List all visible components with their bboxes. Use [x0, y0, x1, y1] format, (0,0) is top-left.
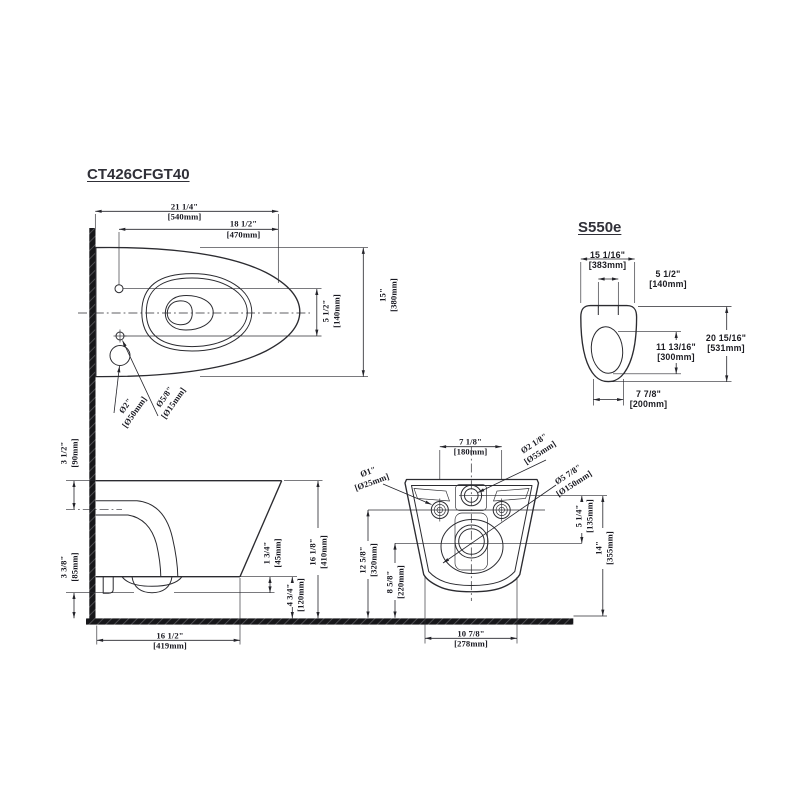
dim-top-width-mm: [380mm]	[387, 278, 398, 312]
dim-washlet-hinge-mm: [140mm]	[649, 278, 687, 289]
dim-washlet-opening-mm: [300mm]	[657, 351, 695, 362]
dim-side-rim: 1 3/4" [45mm]	[261, 538, 282, 567]
dim-side-clearance-in: 4 3/4"	[284, 583, 295, 607]
dim-top-seat-holes-in: 5 1/2"	[319, 299, 330, 323]
bowl-model-title: CT426CFGT40	[87, 166, 190, 183]
seat-opening-inner	[145, 277, 248, 348]
water-surface-outer	[164, 295, 214, 331]
dim-top-overall-in: 21 1/4"	[170, 200, 199, 211]
bowl-outline-top	[95, 246, 301, 378]
dim-rear-bolt-height-mm: [320mm]	[367, 543, 378, 577]
dim-washlet-length-mm: [531mm]	[707, 343, 745, 353]
trapway-inner	[95, 514, 162, 577]
dim-washlet-width-mm: [383mm]	[588, 259, 627, 270]
dim-top-overall-mm: [540mm]	[167, 211, 202, 222]
dim-side-clearance-mm: [120mm]	[295, 578, 305, 612]
dim-rear-width-mm: [278mm]	[454, 638, 488, 649]
wall-bar	[89, 228, 96, 619]
dim-rear-bolt-spacing-in: 7 1/8"	[459, 435, 482, 446]
dim-rear-supply-height-mm: [355mm]	[604, 531, 614, 565]
dim-side-depth-in: 16 1/2"	[156, 629, 184, 640]
dim-washlet-width-in: 15 1/16"	[589, 249, 626, 260]
dim-side-top: 3 1/2" [90mm]	[58, 438, 79, 467]
dim-side-top-mm: [90mm]	[69, 437, 79, 468]
dim-side-height: 16 1/8" [410mm]	[307, 535, 328, 569]
dim-side-rim-mm: [45mm]	[272, 538, 282, 568]
dim-side-rim-in: 1 3/4"	[261, 541, 272, 565]
top-view-linework	[78, 209, 368, 417]
leader-large-hole	[113, 365, 121, 414]
dim-washlet-length: 20 15/16" [531mm]	[706, 333, 746, 353]
dim-side-bottom: 3 3/8" [85mm]	[58, 552, 79, 581]
dim-washlet-opening-in: 11 13/16"	[656, 341, 696, 352]
trapway-outer	[95, 500, 179, 577]
leader-outlet-dia	[442, 484, 557, 564]
dim-rear-bolt-height: 12 5/8" [320mm]	[357, 543, 378, 577]
dim-washlet-length-in: 20 15/16"	[705, 333, 747, 343]
dim-washlet-width: 15 1/16" [383mm]	[589, 250, 627, 270]
outlet-dome	[131, 576, 173, 594]
seat-ring	[590, 326, 624, 374]
dim-side-depth: 16 1/2" [419mm]	[153, 630, 187, 651]
bowl-front-slant	[239, 480, 283, 577]
wall-bracket	[102, 576, 114, 594]
outlet-flange	[121, 576, 183, 587]
dim-rear-outlet-height: 8 5/8" [220mm]	[384, 565, 405, 599]
floor-bar	[86, 618, 574, 625]
waste-outlet-outer	[454, 524, 489, 559]
rear-outline	[404, 478, 540, 593]
dim-washlet-front: 7 7/8" [200mm]	[630, 389, 668, 409]
dim-top-seat-holes-mm: [140mm]	[330, 294, 341, 328]
dim-washlet-front-in: 7 7/8"	[636, 388, 661, 399]
dim-rear-bolt-height-in: 12 5/8"	[356, 546, 367, 574]
dim-rear-outlet-height-in: 8 5/8"	[383, 570, 394, 594]
dim-rear-bolt-spacing-mm: [180mm]	[453, 446, 488, 457]
dim-rear-cl-offset: 5 1/4" [135mm]	[573, 499, 594, 533]
dim-washlet-hinge: 5 1/2" [140mm]	[649, 269, 687, 289]
dim-rear-supply-height: 14" [355mm]	[593, 531, 614, 565]
dim-top-width-in: 15"	[376, 288, 387, 302]
dim-rear-width: 10 7/8" [278mm]	[454, 628, 488, 649]
dim-rear-width-in: 10 7/8"	[457, 627, 485, 638]
dim-side-top-in: 3 1/2"	[58, 441, 69, 464]
dim-rear-supply-height-in: 14"	[593, 541, 604, 555]
dim-top-overall: 21 1/4" [540mm]	[168, 201, 202, 222]
dim-side-height-in: 16 1/8"	[307, 537, 318, 566]
dim-washlet-opening: 11 13/16" [300mm]	[656, 342, 696, 362]
rear-inner-outline	[411, 485, 533, 586]
dim-side-bottom-in: 3 3/8"	[58, 555, 69, 579]
dim-top-bolt-mm: [470mm]	[226, 229, 261, 240]
dim-rear-cl-offset-mm: [135mm]	[583, 499, 594, 533]
leader-small-hole	[122, 340, 159, 417]
dim-top-bolt: 18 1/2" [470mm]	[227, 219, 261, 240]
dim-top-width: 15" [380mm]	[377, 278, 398, 312]
leader-supply-dia	[477, 459, 547, 493]
dim-side-height-mm: [410mm]	[318, 534, 328, 569]
dim-top-bolt-in: 18 1/2"	[229, 218, 258, 229]
washlet-view-linework	[580, 257, 732, 406]
dim-side-clearance: 4 3/4" [120mm]	[284, 578, 305, 612]
outlet-bulge	[440, 519, 504, 574]
washlet-model-title: S550e	[578, 219, 622, 236]
wall-floor-section	[86, 228, 574, 625]
dim-side-bottom-mm: [85mm]	[69, 552, 79, 582]
dim-washlet-front-mm: [200mm]	[629, 398, 668, 409]
leader-bolt-dia	[382, 483, 432, 505]
dim-washlet-hinge-in: 5 1/2"	[655, 268, 681, 279]
rear-detail-right	[493, 488, 530, 502]
seat-opening-outer	[141, 273, 253, 352]
side-view-linework	[66, 480, 323, 645]
dim-rear-cl-offset-in: 5 1/4"	[572, 504, 583, 528]
dim-rear-outlet-height-mm: [220mm]	[394, 565, 405, 599]
supply-hole	[109, 345, 131, 366]
lid-outline	[580, 304, 638, 383]
dim-side-depth-mm: [419mm]	[153, 640, 187, 651]
dim-rear-bolt-spacing: 7 1/8" [180mm]	[454, 436, 488, 457]
rear-detail-left	[413, 488, 450, 502]
rear-view-linework	[366, 445, 607, 644]
dim-top-seat-holes: 5 1/2" [140mm]	[320, 294, 341, 328]
seat-mount-hole-top	[114, 284, 124, 294]
